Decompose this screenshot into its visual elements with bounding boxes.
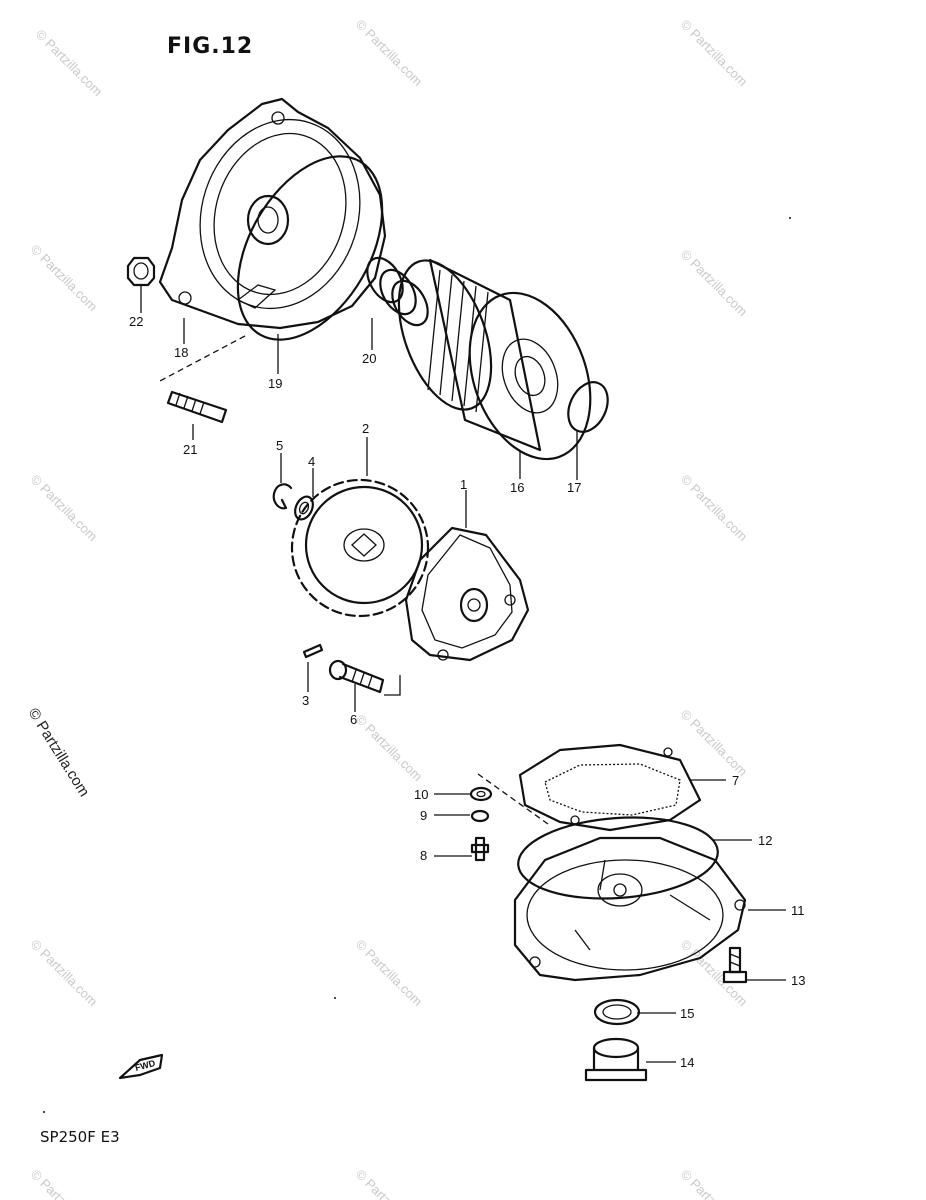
callout-3: 3	[302, 693, 309, 708]
watermark: © Partzilla.com	[353, 17, 426, 90]
callout-11: 11	[791, 903, 805, 918]
callout-2: 2	[362, 421, 369, 436]
callout-7: 7	[732, 773, 739, 788]
oil-pump-assy	[404, 526, 530, 662]
callout-19: 19	[268, 376, 282, 391]
o-ring-small	[567, 381, 609, 433]
callout-16: 16	[510, 480, 524, 495]
callout-10: 10	[414, 787, 428, 802]
alignment-lines	[157, 335, 549, 825]
callout-21: 21	[183, 442, 197, 457]
callout-labels: 1 2 3 4 5 6 7 8 9 10 11 12 13 14 15 16 1…	[129, 314, 805, 1070]
strainer-washer	[469, 786, 493, 802]
callout-18: 18	[174, 345, 188, 360]
watermark: © Partzilla.com	[678, 472, 751, 545]
callout-13: 13	[791, 973, 805, 988]
strainer-lock-washer	[470, 809, 490, 823]
strainer-o-ring	[517, 816, 719, 900]
callout-20: 20	[362, 351, 376, 366]
watermark-layer: © Partzilla.com © Partzilla.com © Partzi…	[25, 17, 751, 1200]
washer	[294, 495, 314, 521]
callout-22: 22	[129, 314, 143, 329]
circlip	[272, 483, 293, 510]
callout-5: 5	[276, 438, 283, 453]
scan-specks	[43, 217, 791, 1113]
dowel-pin	[302, 643, 324, 659]
strainer-bolt	[470, 836, 490, 862]
strainer-cap	[513, 836, 747, 982]
watermark: © Partzilla.com	[353, 1167, 426, 1200]
side-watermark: © Partzilla.com	[25, 705, 93, 800]
watermark: © Partzilla.com	[678, 247, 751, 320]
cap-nut	[126, 256, 156, 287]
drain-plug	[584, 1037, 648, 1082]
oil-filter-element	[397, 258, 592, 461]
callout-12: 12	[758, 833, 772, 848]
watermark: © Partzilla.com	[678, 707, 751, 780]
cap-bolt	[722, 946, 748, 984]
drain-plug-gasket	[593, 998, 641, 1026]
oil-pump-driven-gear	[290, 478, 430, 618]
watermark: © Partzilla.com	[353, 712, 426, 785]
watermark: © Partzilla.com	[28, 937, 101, 1010]
callout-1: 1	[460, 477, 467, 492]
watermark: © Partzilla.com	[678, 1167, 751, 1200]
watermark: © Partzilla.com	[28, 242, 101, 315]
callout-8: 8	[420, 848, 427, 863]
callout-6: 6	[350, 712, 357, 727]
callout-15: 15	[680, 1006, 694, 1021]
stud-bolt	[166, 390, 228, 424]
watermark: © Partzilla.com	[28, 472, 101, 545]
figure-title: FIG.12	[167, 34, 254, 59]
o-ring-large	[236, 155, 384, 341]
filter-spring	[366, 256, 429, 327]
model-code: SP250F E3	[40, 1128, 120, 1146]
oil-strainer	[518, 743, 702, 832]
oil-filter-cap	[158, 97, 387, 330]
fwd-arrow-icon: FWD	[118, 1053, 164, 1080]
pump-screw	[328, 659, 385, 694]
watermark: © Partzilla.com	[678, 17, 751, 90]
watermark: © Partzilla.com	[28, 1167, 101, 1200]
leader-lines	[140, 286, 786, 1063]
callout-17: 17	[567, 480, 581, 495]
watermark: © Partzilla.com	[353, 937, 426, 1010]
callout-9: 9	[420, 808, 427, 823]
callout-4: 4	[308, 454, 315, 469]
callout-14: 14	[680, 1055, 694, 1070]
watermark: © Partzilla.com	[33, 27, 106, 100]
